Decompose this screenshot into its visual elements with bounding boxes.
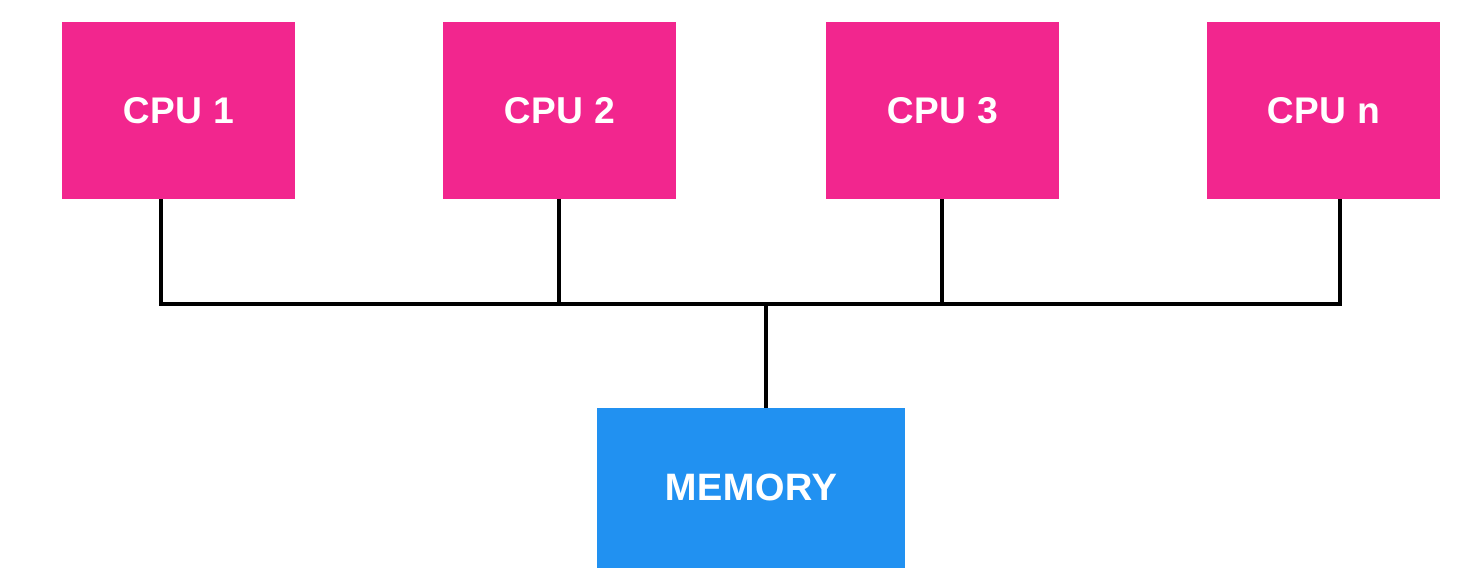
memory-label: MEMORY (664, 466, 838, 509)
cpu-3-label: CPU 3 (886, 89, 999, 131)
memory-node: MEMORY (597, 408, 905, 568)
cpu-1-connector-line (159, 199, 163, 306)
cpu-2-connector-line (557, 199, 561, 306)
cpu-3-node: CPU 3 (826, 22, 1059, 199)
cpu-1-label: CPU 1 (122, 89, 235, 131)
cpu-n-connector-line (1338, 199, 1342, 306)
cpu-n-label: CPU n (1266, 89, 1381, 131)
shared-bus-line (159, 302, 1342, 306)
memory-connector-line (764, 302, 768, 408)
cpu-1-node: CPU 1 (62, 22, 295, 199)
cpu-2-label: CPU 2 (503, 89, 616, 131)
cpu-2-node: CPU 2 (443, 22, 676, 199)
cpu-n-node: CPU n (1207, 22, 1440, 199)
cpu-3-connector-line (940, 199, 944, 306)
